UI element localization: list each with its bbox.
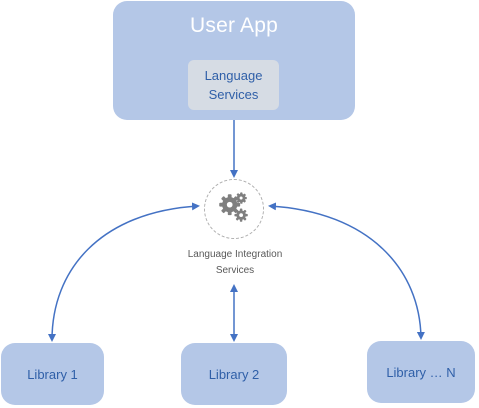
language-integration-label: Language Integration Services — [187, 249, 283, 276]
gears-icon — [219, 192, 248, 222]
library-n-box: Library … N — [367, 341, 475, 403]
library-2-box: Library 2 — [181, 343, 287, 405]
arrow-hub-to-library-n — [268, 202, 425, 340]
library-1-label: Library 1 — [27, 366, 78, 382]
user-app-title: User App — [190, 14, 278, 37]
library-2-label: Library 2 — [208, 366, 260, 382]
language-services-box: Language Services — [188, 60, 279, 110]
library-n-label: Library … N — [386, 364, 456, 380]
user-app-box: User App Language Services — [113, 1, 355, 120]
library-1-box: Library 1 — [1, 343, 104, 405]
arrow-hub-to-library-1 — [48, 202, 200, 342]
language-integration-hub — [204, 179, 264, 239]
